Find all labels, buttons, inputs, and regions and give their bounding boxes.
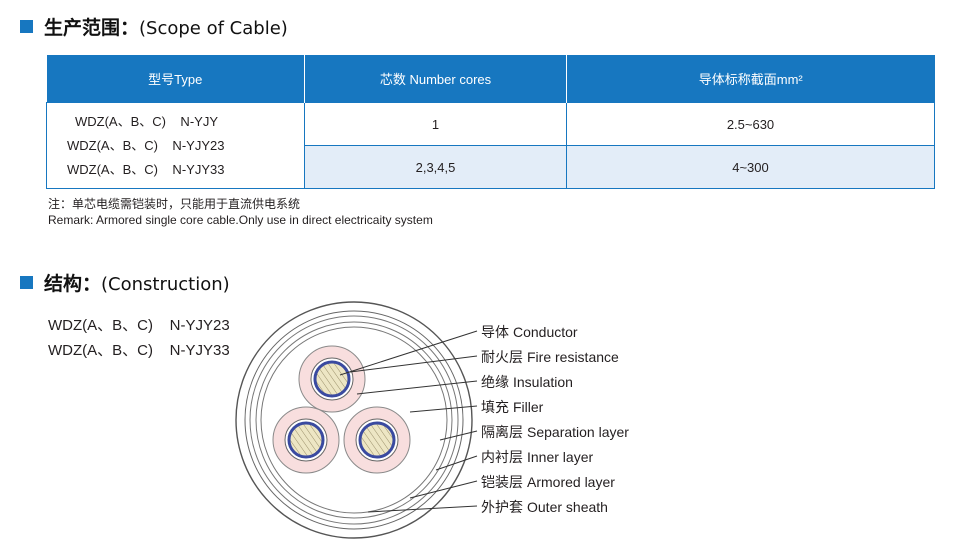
label-en: Insulation [513,374,573,390]
construction-model: WDZ(A、B、C) N-YJY33 [48,342,230,359]
label-cn: 铠装层 [481,474,523,490]
header-section: 导体标称截面mm² [566,55,935,103]
armor-ring-outer [244,310,464,530]
construction-heading-en: (Construction) [101,274,230,295]
table-row: WDZ(A、B、C) N-YJY WDZ(A、B、C) N-YJY23 WDZ(… [46,102,935,189]
conductor-core [358,421,396,459]
note-en: Remark: Armored single core cable.Only u… [48,213,433,227]
section-cell: 4~300 [566,145,935,189]
label-en: Inner layer [527,449,594,465]
leader-lines [339,330,478,513]
label-en: Separation layer [527,424,629,440]
type-line: WDZ(A、B、C) N-YJY23 [67,137,225,153]
section-cell: 2.5~630 [566,102,935,146]
table-row: 2,3,4,5 4~300 [47,145,935,189]
type-cell: WDZ(A、B、C) N-YJY WDZ(A、B、C) N-YJY23 WDZ(… [46,102,305,189]
armored-layer [249,315,459,525]
cores-cell: 2,3,4,5 [304,145,567,189]
section-marker-icon [20,20,33,33]
label-en: Armored layer [527,474,615,490]
label-cn: 绝缘 [481,374,509,390]
label-cn: 隔离层 [481,424,523,440]
type-line: WDZ(A、B、C) N-YJY [75,113,218,129]
label-cn: 耐火层 [481,349,523,365]
label-en: Filler [513,399,544,415]
label-en: Conductor [513,324,578,340]
scope-heading-cn: 生产范围： [44,17,140,39]
construction-heading-cn: 结构： [44,273,102,295]
header-type: 型号Type [46,55,305,103]
table-header-row: 型号Type 芯数 Number cores 导体标称截面mm² [46,55,935,103]
label-cn: 填充 [481,399,509,415]
label-en: Outer sheath [527,499,608,515]
label-en: Fire resistance [527,349,619,365]
scope-heading: 生产范围：(Scope of Cable) [44,13,288,40]
label-cn: 外护套 [481,499,523,515]
conductor-core [313,360,351,398]
type-line: WDZ(A、B、C) N-YJY33 [67,161,225,177]
scope-heading-en: (Scope of Cable) [139,18,288,39]
label-cn: 内衬层 [481,449,523,465]
scope-table: 型号Type 芯数 Number cores 导体标称截面mm² WDZ(A、B… [46,55,935,189]
construction-model: WDZ(A、B、C) N-YJY23 [48,317,230,334]
label-cn: 导体 [481,324,509,340]
header-cores: 芯数 Number cores [304,55,567,103]
conductor-core [287,421,325,459]
section-marker-icon [20,276,33,289]
note-cn: 注：单芯电缆需铠装时，只能用于直流供电系统 [48,197,301,211]
construction-heading: 结构：(Construction) [44,269,230,296]
inner-layer [255,321,453,519]
